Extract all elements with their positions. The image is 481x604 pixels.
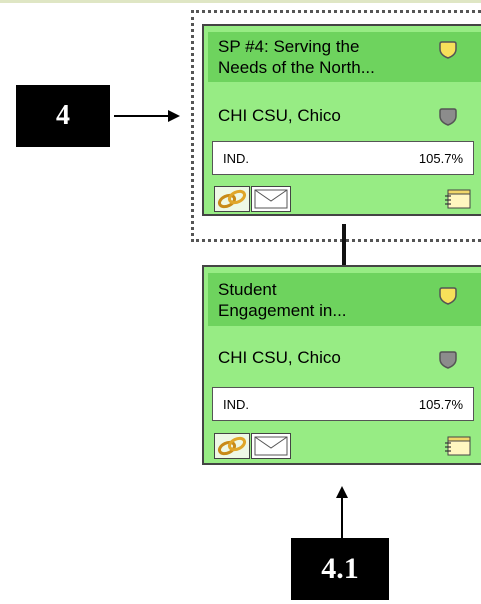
metric-label: IND. — [223, 397, 249, 412]
chain-link-icon — [217, 436, 247, 456]
email-button[interactable] — [251, 186, 291, 212]
metric-row[interactable]: IND. 105.7% — [212, 141, 474, 175]
scorecard-node-child[interactable]: Student Engagement in... CHI CSU, Chico … — [202, 265, 481, 465]
envelope-icon — [254, 436, 288, 456]
metric-label: IND. — [223, 151, 249, 166]
link-button[interactable] — [214, 186, 250, 212]
scorecard-node-parent[interactable]: SP #4: Serving the Needs of the North...… — [202, 24, 481, 216]
status-shield-icon[interactable] — [438, 107, 458, 127]
node-title[interactable]: SP #4: Serving the Needs of the North... — [218, 37, 375, 77]
status-shield-icon[interactable] — [438, 350, 458, 370]
note-icon[interactable] — [444, 434, 472, 458]
selection-frame — [191, 10, 481, 242]
top-divider — [0, 0, 481, 3]
metric-value: 105.7% — [418, 397, 463, 412]
envelope-icon — [254, 189, 288, 209]
status-shield-icon[interactable] — [438, 286, 458, 306]
node-title[interactable]: Student Engagement in... — [218, 280, 347, 320]
metric-value: 105.7% — [418, 151, 463, 166]
status-shield-icon[interactable] — [438, 40, 458, 60]
hierarchy-connector — [342, 224, 346, 266]
node-title-bar[interactable] — [208, 273, 481, 326]
email-button[interactable] — [251, 433, 291, 459]
arrow-right-icon — [114, 110, 180, 122]
node-title-bar[interactable] — [208, 32, 481, 82]
note-icon[interactable] — [444, 187, 472, 211]
callout-label-parent: 4 — [16, 85, 110, 147]
node-organization[interactable]: CHI CSU, Chico — [218, 348, 341, 367]
callout-label-child: 4.1 — [291, 538, 389, 600]
link-button[interactable] — [214, 433, 250, 459]
arrow-up-icon — [336, 486, 348, 538]
chain-link-icon — [217, 189, 247, 209]
metric-row[interactable]: IND. 105.7% — [212, 387, 474, 421]
node-organization[interactable]: CHI CSU, Chico — [218, 106, 341, 125]
